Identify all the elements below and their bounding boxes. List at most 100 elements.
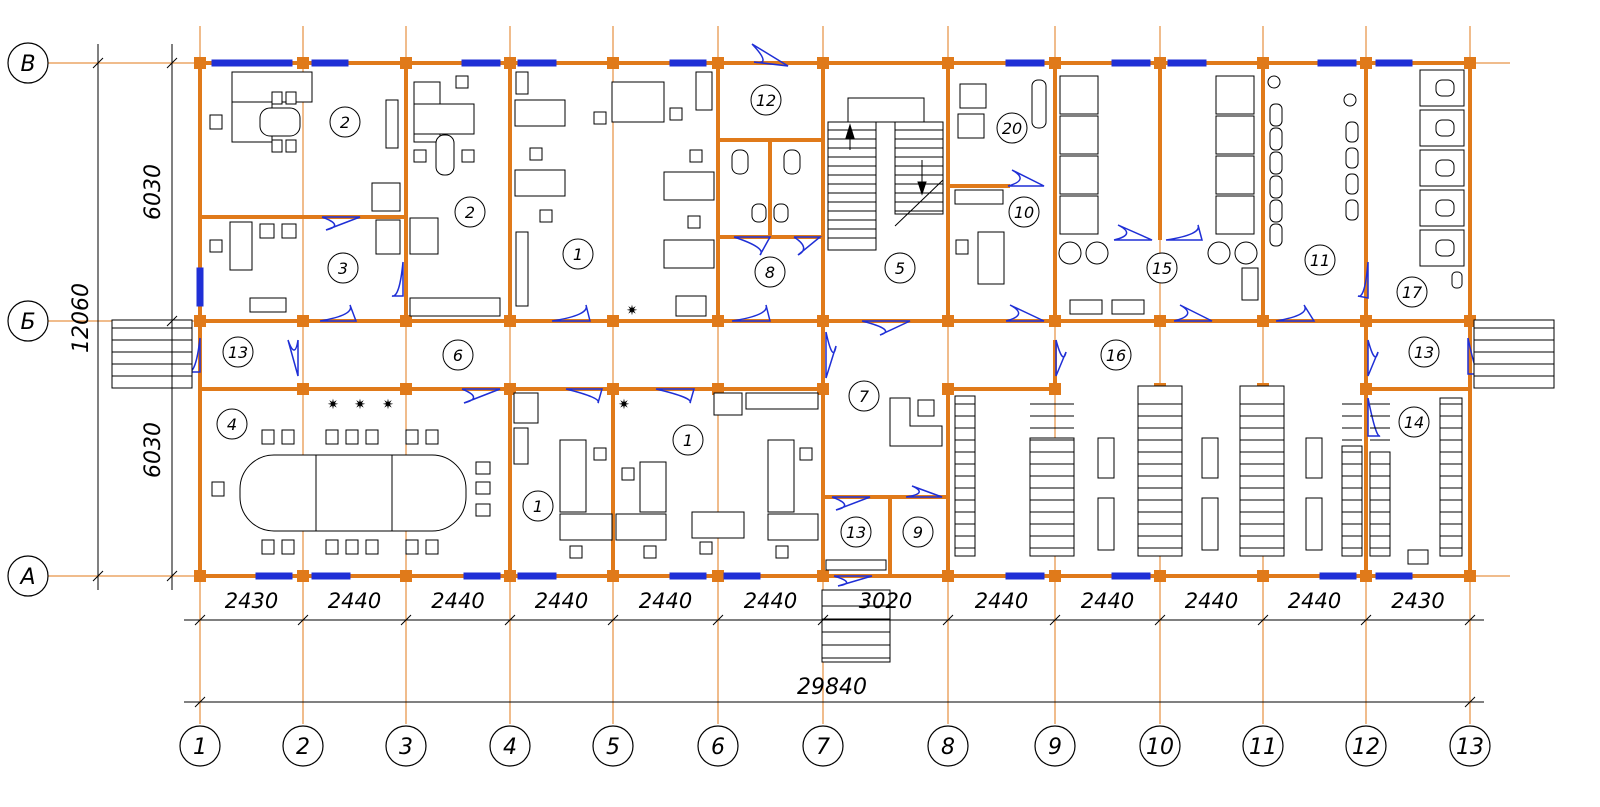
entrance-steps-east xyxy=(1473,319,1555,389)
span-dimension: 2440 xyxy=(535,589,588,613)
chair xyxy=(669,107,683,121)
sink xyxy=(751,203,767,223)
sink xyxy=(773,203,789,223)
chair xyxy=(687,215,701,229)
window xyxy=(1111,572,1151,580)
column-node xyxy=(194,57,206,69)
room-number: 2 xyxy=(465,203,475,222)
reception-desk xyxy=(889,397,943,447)
chair xyxy=(529,147,543,161)
svg-text:А: А xyxy=(18,565,35,590)
shower-cabins xyxy=(1058,75,1259,315)
column-node xyxy=(400,57,412,69)
furniture xyxy=(111,69,1555,663)
cabinet xyxy=(713,392,743,416)
room-label-circle xyxy=(216,408,248,440)
chair xyxy=(699,541,713,555)
chair xyxy=(209,114,223,130)
room-label-circle xyxy=(327,252,359,284)
column-node xyxy=(194,570,206,582)
room-label-r2a: 2 xyxy=(329,106,361,138)
column-node xyxy=(942,383,954,395)
room-label-circle xyxy=(222,336,254,368)
column-node xyxy=(1049,570,1061,582)
column-node xyxy=(1154,570,1166,582)
dim-tick xyxy=(607,614,619,626)
room-label-r14: 14 xyxy=(1398,406,1430,438)
room-label-r15: 15 xyxy=(1146,252,1178,284)
rack xyxy=(1439,397,1463,557)
column-node xyxy=(1257,57,1269,69)
column-node xyxy=(504,57,516,69)
chair xyxy=(621,467,635,481)
window xyxy=(669,59,707,67)
room-label-r1b: 1 xyxy=(522,490,554,522)
door xyxy=(1113,224,1153,241)
axis-bubble-col-5: 5 xyxy=(592,725,634,767)
door xyxy=(551,304,591,322)
column-node xyxy=(817,57,829,69)
door xyxy=(565,388,603,404)
door xyxy=(1165,224,1203,241)
axis-bubble-col-2: 2 xyxy=(282,725,324,767)
room-label-circle xyxy=(672,424,704,456)
room-label-circle xyxy=(996,112,1028,144)
staircase xyxy=(827,97,944,251)
room-number: 13 xyxy=(1414,343,1434,362)
axis-bubble-col-6: 6 xyxy=(697,725,739,767)
column-node xyxy=(1257,315,1269,327)
doors xyxy=(187,43,1481,587)
windows xyxy=(196,59,1413,580)
cabinet xyxy=(745,392,819,410)
axis-bubble-col-8: 8 xyxy=(927,725,969,767)
window xyxy=(463,572,501,580)
column-node xyxy=(817,570,829,582)
axis-bubble-col-13: 13 xyxy=(1449,725,1491,767)
dim-tick xyxy=(194,696,206,708)
door xyxy=(1055,339,1067,377)
axis-bubble-row-B: Б xyxy=(7,300,49,342)
desk xyxy=(611,81,665,123)
room-label-circle xyxy=(329,106,361,138)
window xyxy=(1317,59,1357,67)
window xyxy=(669,572,707,580)
room-label-circle xyxy=(442,339,474,371)
desk xyxy=(954,189,1004,205)
room-label-r16: 16 xyxy=(1100,339,1132,371)
equipment xyxy=(1407,549,1429,565)
svg-text:13: 13 xyxy=(1456,735,1484,760)
room-label-r12: 12 xyxy=(750,84,782,116)
window xyxy=(1167,59,1207,67)
svg-text:Б: Б xyxy=(20,310,35,335)
chair xyxy=(775,545,789,559)
window xyxy=(723,572,761,580)
desk xyxy=(514,99,566,127)
chair xyxy=(209,239,223,253)
room-number: 7 xyxy=(859,387,870,406)
column-node xyxy=(297,57,309,69)
column-node xyxy=(607,570,619,582)
chair xyxy=(271,91,283,105)
dimension-ticks xyxy=(92,57,1476,708)
column-node xyxy=(194,315,206,327)
dim-tick xyxy=(92,570,104,582)
room-label-r20: 20 xyxy=(996,112,1028,144)
chair xyxy=(281,223,297,239)
column-node xyxy=(1464,315,1476,327)
room-number: 4 xyxy=(227,415,237,434)
cabinet xyxy=(695,71,713,111)
room-label-circle xyxy=(750,84,782,116)
room-number: 11 xyxy=(1310,251,1330,270)
room-label-r13a: 13 xyxy=(222,336,254,368)
column-node xyxy=(942,57,954,69)
column-node xyxy=(1049,315,1061,327)
room-number: 17 xyxy=(1402,283,1423,302)
desk xyxy=(691,511,745,539)
room-label-r17: 17 xyxy=(1396,276,1428,308)
room-number: 16 xyxy=(1106,346,1126,365)
chair xyxy=(285,91,297,105)
door xyxy=(731,304,771,322)
light-fixture-icon: ✷ xyxy=(626,303,638,319)
axis-bubble-row-A: А xyxy=(7,555,49,597)
